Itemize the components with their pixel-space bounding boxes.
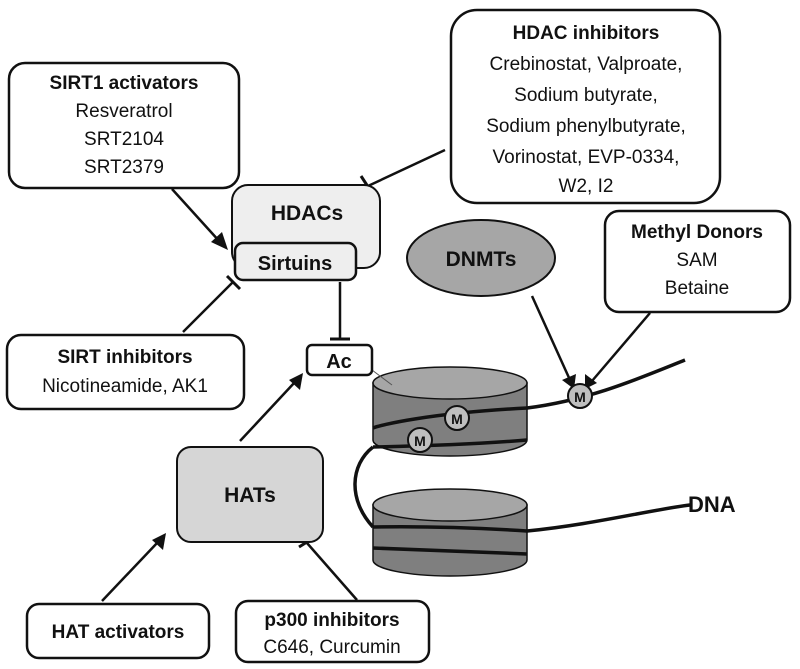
hat-activators-box: HAT activators (25, 602, 211, 660)
sirt1-activators-box: SIRT1 activators Resveratrol SRT2104 SRT… (7, 61, 241, 190)
methyl-marker-3: M (567, 383, 593, 409)
sirt1-activators-title: SIRT1 activators (50, 73, 199, 94)
svg-text:Sirtuins: Sirtuins (258, 253, 332, 275)
svg-text:Sodium phenylbutyrate,: Sodium phenylbutyrate, (486, 116, 686, 137)
hat-activators-arrow (101, 541, 159, 602)
methyl-marker-1: M (444, 405, 470, 431)
p300-inhibitors-title: p300 inhibitors (264, 610, 399, 631)
p300-inhibitors-inhibition (306, 542, 358, 601)
methyl-donors-title: Methyl Donors (631, 222, 763, 243)
sirtuins-box: Sirtuins (233, 241, 358, 282)
svg-text:M: M (451, 411, 463, 427)
sirt-inhibitors-box: SIRT inhibitors Nicotineamide, AK1 (5, 333, 246, 411)
svg-text:Resveratrol: Resveratrol (75, 101, 172, 122)
svg-text:SRT2379: SRT2379 (84, 157, 164, 178)
svg-text:Betaine: Betaine (665, 278, 729, 299)
svg-text:SRT2104: SRT2104 (84, 129, 164, 150)
hats-ac-arrow (239, 381, 296, 442)
sirt-inhibitors-inhibition (182, 281, 234, 333)
dna-strand (353, 358, 691, 556)
svg-text:M: M (414, 433, 426, 449)
svg-text:HATs: HATs (224, 484, 276, 507)
svg-text:Nicotineamide, AK1: Nicotineamide, AK1 (42, 376, 208, 397)
hdac-inhibitors-title: HDAC inhibitors (513, 23, 660, 44)
svg-text:Ac: Ac (326, 351, 352, 373)
dnmts-methyl-arrow (530, 295, 572, 381)
svg-text:C646, Curcumin: C646, Curcumin (263, 637, 400, 658)
svg-text:Sodium butyrate,: Sodium butyrate, (514, 85, 658, 106)
methyl-donors-arrow (591, 312, 651, 382)
p300-inhibitors-box: p300 inhibitors C646, Curcumin (234, 599, 431, 664)
svg-text:M: M (574, 389, 586, 405)
methyl-marker-2: M (407, 427, 433, 453)
acetyl-box: Ac (305, 343, 374, 377)
svg-text:DNMTs: DNMTs (446, 248, 517, 271)
hdac-inhibitors-inhibition (367, 148, 446, 188)
arrowheads (152, 232, 597, 550)
methyl-donors-box: Methyl Donors SAM Betaine (603, 209, 792, 314)
dnmts-ellipse: DNMTs (406, 219, 556, 297)
hats-box: HATs (176, 446, 324, 543)
svg-text:Vorinostat, EVP-0334,: Vorinostat, EVP-0334, (493, 147, 680, 168)
ac-nucleosome-connector (371, 369, 393, 386)
svg-text:W2, I2: W2, I2 (559, 176, 614, 197)
hat-activators-title: HAT activators (52, 622, 185, 643)
sirt1-activators-arrow (171, 188, 221, 243)
svg-text:HDACs: HDACs (271, 202, 343, 225)
dna-label: DNA (688, 492, 736, 517)
svg-text:SAM: SAM (676, 250, 717, 271)
svg-text:Crebinostat, Valproate,: Crebinostat, Valproate, (490, 54, 683, 75)
nucleosome-lower (372, 488, 528, 577)
sirt-inhibitors-title: SIRT inhibitors (57, 347, 192, 368)
hdac-inhibitors-box: HDAC inhibitors Crebinostat, Valproate, … (449, 8, 722, 205)
